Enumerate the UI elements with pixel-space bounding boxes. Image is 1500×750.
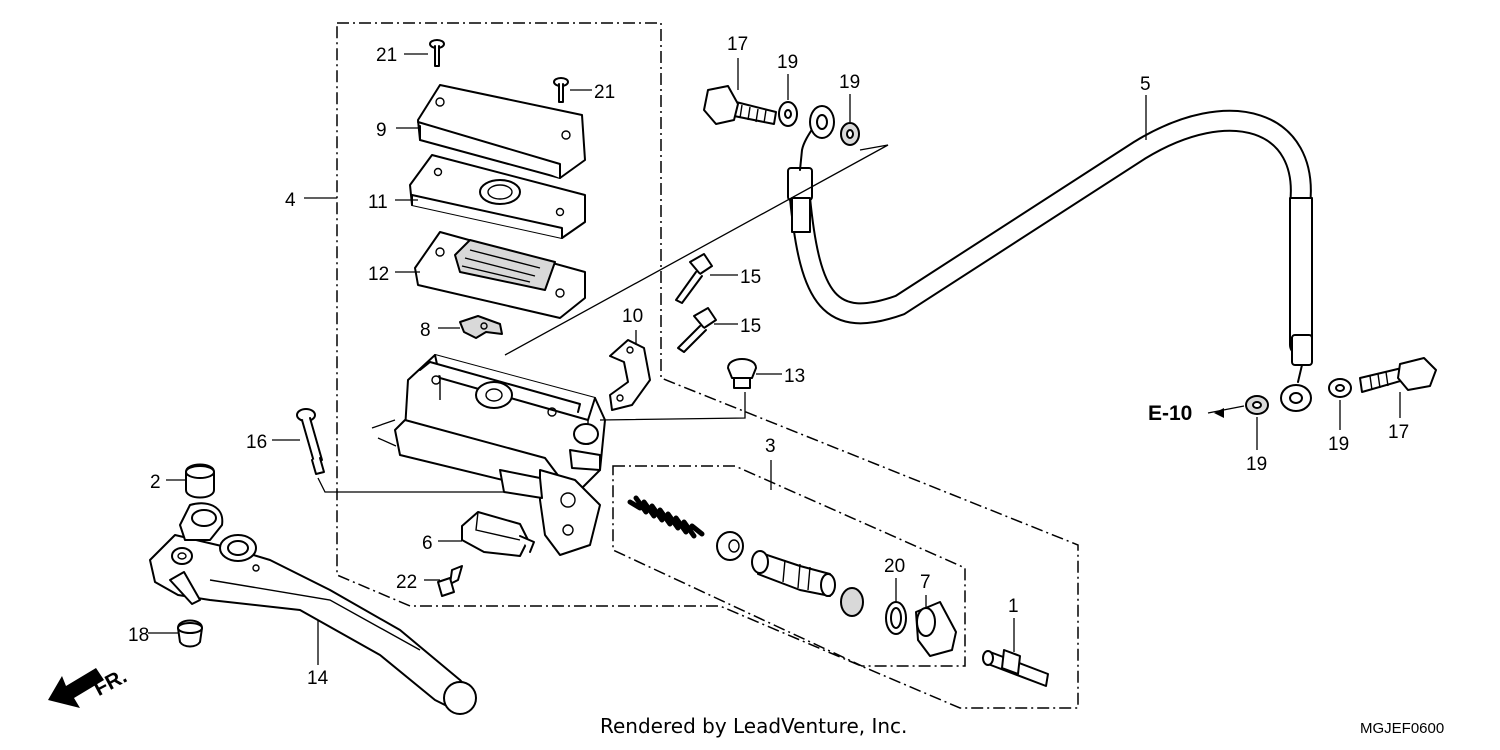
- leader-16: [317, 477, 505, 493]
- clutch-switch: [461, 511, 535, 557]
- callout-13: 13: [784, 366, 805, 387]
- callout-17b: 17: [1388, 422, 1409, 443]
- brake-hose: [787, 105, 1313, 412]
- callout-19d: 19: [1328, 434, 1349, 455]
- callout-7: 7: [920, 572, 931, 593]
- bleeder-cap: [727, 358, 757, 389]
- leader-top: [504, 144, 889, 356]
- callout-15b: 15: [740, 316, 761, 337]
- reservoir-cover: [417, 84, 586, 179]
- callout-14: 14: [307, 668, 329, 689]
- leader-13: [599, 392, 746, 421]
- piston-cup: [840, 587, 864, 617]
- callout-21a: 21: [376, 45, 397, 66]
- credit-text: Rendered by LeadVenture, Inc.: [600, 714, 907, 738]
- callout-19a: 19: [777, 52, 798, 73]
- bolt-15-upper: [675, 253, 713, 304]
- banjo-bolt-top: [703, 85, 777, 125]
- plate-8-hole: [480, 322, 488, 330]
- washer-bottom-2-hole: [1335, 384, 1345, 392]
- front-direction-arrow: [48, 668, 104, 708]
- callout-5: 5: [1140, 74, 1151, 95]
- callout-12: 12: [368, 264, 389, 285]
- callout-10: 10: [622, 306, 643, 327]
- callout-18: 18: [128, 625, 149, 646]
- assembly-3-outline: [612, 465, 966, 667]
- washer-top-1-hole: [784, 109, 792, 119]
- screw-21-right: [553, 77, 569, 103]
- spring-seat: [716, 531, 744, 561]
- reference-e10: E-10: [1148, 402, 1192, 425]
- callout-3: 3: [765, 436, 776, 457]
- callout-16: 16: [246, 432, 267, 453]
- cap-18: [177, 619, 203, 648]
- leader-lines: [148, 53, 1401, 665]
- callout-1: 1: [1008, 596, 1019, 617]
- washer-top-2-hole: [846, 129, 854, 139]
- circlip: [885, 601, 907, 635]
- callout-20: 20: [884, 556, 905, 577]
- callout-8: 8: [420, 320, 431, 341]
- pivot-bolt: [296, 408, 325, 475]
- banjo-bolt-bottom: [1359, 357, 1437, 393]
- push-rod: [982, 649, 1049, 687]
- diagram-code: MGJEF0600: [1360, 720, 1444, 737]
- screw-21-left: [429, 39, 445, 67]
- callout-19c: 19: [1246, 454, 1267, 475]
- screw-22: [437, 565, 463, 597]
- callout-21b: 21: [594, 82, 615, 103]
- callout-4: 4: [285, 190, 296, 211]
- callout-6: 6: [422, 533, 433, 554]
- callout-17a: 17: [727, 34, 748, 55]
- callout-15a: 15: [740, 267, 761, 288]
- callout-2: 2: [150, 472, 161, 493]
- washer-bottom-1-hole: [1252, 401, 1262, 409]
- e10-arrow-head: [1214, 408, 1224, 418]
- leader-mount-lines: [371, 419, 397, 447]
- diaphragm-plate: [409, 154, 586, 239]
- piston: [751, 550, 836, 597]
- holder-10: [609, 339, 651, 411]
- callout-9: 9: [376, 120, 387, 141]
- clutch-lever: [149, 502, 477, 715]
- assembly-4-outline: [336, 22, 1079, 709]
- master-cylinder-body: [394, 354, 606, 556]
- bolt-15-lower: [677, 307, 717, 353]
- dust-boot: [915, 601, 957, 657]
- callout-11: 11: [368, 192, 388, 213]
- callout-19b: 19: [839, 72, 860, 93]
- bushing-2: [185, 463, 215, 499]
- diaphragm: [414, 231, 586, 319]
- spring: [627, 495, 705, 539]
- callout-22: 22: [396, 572, 417, 593]
